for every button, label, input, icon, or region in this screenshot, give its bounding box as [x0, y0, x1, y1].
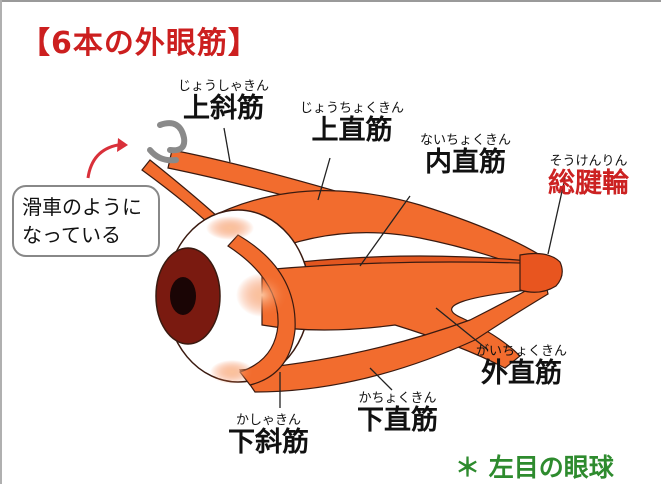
frame-border-left: [0, 0, 2, 484]
leader-medial-rectus: [359, 195, 411, 267]
trochlea-callout-box: 滑車のように なっている: [12, 185, 160, 257]
callout-arrow-icon: [86, 143, 119, 179]
label-superior-oblique: じょうしゃきん 上斜筋: [178, 80, 269, 124]
common-tendinous-ring: [519, 252, 563, 293]
muscle-highlight-upper: [206, 216, 254, 240]
label-common-tendon: そうけんりん 総腱輪: [548, 155, 629, 199]
leader-lateral-rectus: [435, 307, 489, 351]
label-superior-rectus: じょうちょくきん 上直筋: [300, 102, 404, 146]
inferior-rectus-muscle: [238, 279, 549, 393]
leader-superior-oblique: [223, 127, 231, 163]
name-lateral-rectus: 外直筋: [481, 358, 562, 389]
name-inferior-rectus: 下直筋: [357, 405, 438, 436]
ruby-common-tendon: そうけんりん: [549, 154, 628, 169]
name-inferior-oblique: 下斜筋: [228, 427, 309, 458]
leader-inferior-rectus: [369, 367, 393, 391]
muscle-highlight-mid: [236, 273, 288, 317]
callout-line-1: 滑車のように: [22, 195, 142, 219]
ruby-inferior-rectus: かちょくきん: [358, 391, 437, 406]
name-superior-rectus: 上直筋: [311, 115, 393, 146]
ruby-inferior-oblique: かしゃきん: [235, 413, 301, 428]
ruby-lateral-rectus: がいちょくきん: [476, 344, 568, 359]
label-inferior-oblique: かしゃきん 下斜筋: [228, 414, 309, 458]
callout-arrowhead-icon: [117, 138, 128, 152]
callout-line-2: なっている: [22, 223, 121, 247]
ruby-medial-rectus: ないちょくきん: [420, 133, 512, 148]
muscle-highlight-low: [210, 360, 254, 384]
name-superior-oblique: 上斜筋: [183, 93, 264, 124]
name-medial-rectus: 内直筋: [425, 147, 506, 178]
ruby-superior-oblique: じょうしゃきん: [178, 79, 270, 94]
label-medial-rectus: ないちょくきん 内直筋: [420, 134, 511, 178]
trochlea-icon: [157, 120, 188, 154]
ruby-superior-rectus: じょうちょくきん: [300, 101, 405, 116]
trochlea-base-icon: [147, 147, 179, 164]
label-inferior-rectus: かちょくきん 下直筋: [357, 392, 438, 436]
frame-border-top: [0, 0, 661, 2]
label-lateral-rectus: がいちょくきん 外直筋: [476, 345, 567, 389]
leader-superior-rectus: [317, 157, 331, 201]
leader-common-tendon: [547, 177, 566, 255]
name-common-tendon: 総腱輪: [548, 168, 629, 199]
left-eye-note: ＊ 左目の眼球: [455, 453, 614, 482]
diagram-title: 【6本の外眼筋】: [20, 26, 259, 61]
pupil: [170, 277, 196, 315]
